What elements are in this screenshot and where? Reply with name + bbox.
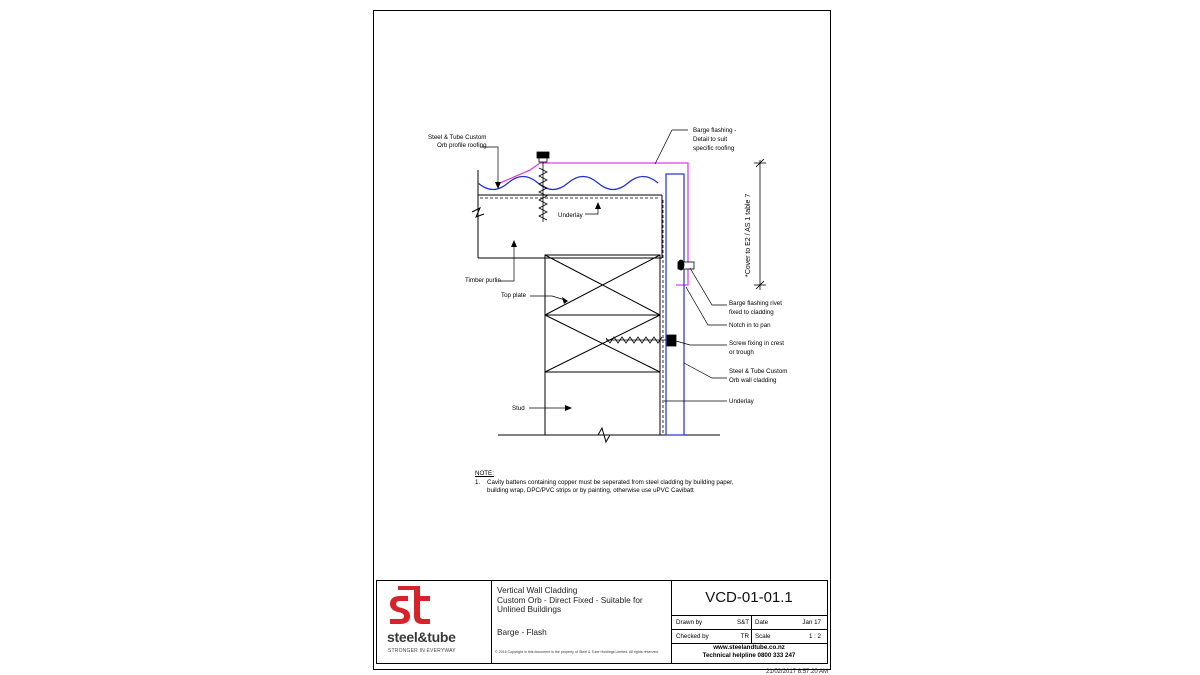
drawing-info: VCD-01-01.1 Drawn by S&T Date Jan 17 Che… xyxy=(671,581,827,663)
wall-cladding xyxy=(665,173,685,436)
label-timber-purlin: Timber purlin xyxy=(465,277,501,284)
note-item: 1. Cavity battens containing copper must… xyxy=(475,479,775,496)
roof-structure xyxy=(471,170,663,259)
note-line-1: Cavity battens containing copper must be… xyxy=(487,478,734,486)
note-title: NOTE: xyxy=(475,470,494,477)
label-screw-2: or trough xyxy=(729,349,754,356)
label-barge-1: Barge flashing - xyxy=(693,127,736,134)
cover-label: *Cover to E2 / AS 1 table 7 xyxy=(745,194,752,277)
label-rivet-2: fixed to cladding xyxy=(729,309,774,316)
label-screw-1: Screw fixing in crest xyxy=(729,340,784,347)
desc-line-1: Vertical Wall Cladding xyxy=(497,585,578,595)
contact-info: www.steelandtube.co.nz Technical helplin… xyxy=(671,644,827,659)
label-wall-cladding-1: Steel & Tube Custom xyxy=(729,368,787,375)
label-underlay-wall: Underlay xyxy=(729,398,755,405)
roof-profile xyxy=(477,175,659,191)
helpline-text: Technical helpline 0800 333 247 xyxy=(702,651,796,659)
drawing-sheet xyxy=(373,10,831,670)
desc-line-3: Unlined Buildings xyxy=(497,604,562,615)
checked-by-label: Checked by xyxy=(676,633,709,640)
logo-tagline: STRONGER IN EVERYWAY xyxy=(388,648,456,654)
scale-label: Scale xyxy=(755,633,771,640)
copyright-text: © 2016 Copyright in this document is the… xyxy=(495,650,659,654)
print-timestamp: 21/02/2017 8:57:20 AM xyxy=(766,669,829,675)
cover-dimension xyxy=(754,158,766,290)
label-roofing-1: Steel & Tube Custom xyxy=(428,134,486,141)
drawn-by-label: Drawn by xyxy=(676,619,703,626)
drawing-note: NOTE: 1. Cavity battens containing coppe… xyxy=(475,470,775,496)
company-logo: steel&tube STRONGER IN EVERYWAY xyxy=(377,581,492,663)
logo-mark xyxy=(390,586,430,624)
label-wall-cladding-2: Orb wall cladding xyxy=(729,377,777,384)
label-roofing-2: Orb profile roofing xyxy=(437,142,487,149)
date-value: Jan 17 xyxy=(802,619,821,626)
website-link[interactable]: www.steelandtube.co.nz xyxy=(713,644,785,651)
wall-screw xyxy=(605,334,677,347)
drawing-number: VCD-01-01.1 xyxy=(671,581,827,616)
note-line-2: building wrap, DPC/PVC strips or by pain… xyxy=(487,487,694,495)
roof-screw xyxy=(536,151,550,222)
label-stud: Stud xyxy=(512,405,525,412)
label-top-plate: Top plate xyxy=(501,292,527,299)
leader-arrows xyxy=(495,182,601,411)
note-number: 1. xyxy=(475,478,481,486)
barge-flashing xyxy=(499,162,689,286)
label-barge-2: Detail to suit xyxy=(693,136,727,143)
label-underlay-roof: Underlay xyxy=(558,212,584,219)
desc-line-2: Custom Orb - Direct Fixed - Suitable for xyxy=(497,594,643,605)
drawn-by-value: S&T xyxy=(736,619,749,626)
wall-framing xyxy=(498,254,720,444)
info-row-drawn: Drawn by S&T Date Jan 17 xyxy=(671,615,827,630)
label-notch: Notch in to pan xyxy=(729,322,771,329)
label-rivet-1: Barge flashing rivet xyxy=(729,300,782,307)
info-row-checked: Checked by TR Scale 1 : 2 xyxy=(671,629,827,644)
drawing-description: Vertical Wall Cladding Custom Orb - Dire… xyxy=(491,581,672,663)
label-barge-3: specific roofing xyxy=(693,145,735,152)
date-label: Date xyxy=(755,619,769,626)
title-block: steel&tube STRONGER IN EVERYWAY Vertical… xyxy=(376,580,828,664)
scale-value: 1 : 2 xyxy=(808,633,821,640)
drawing-subtitle: Barge - Flash xyxy=(497,627,547,637)
logo-brand: steel&tube xyxy=(387,629,456,645)
checked-by-value: TR xyxy=(740,633,749,640)
barge-rivet xyxy=(677,259,695,271)
